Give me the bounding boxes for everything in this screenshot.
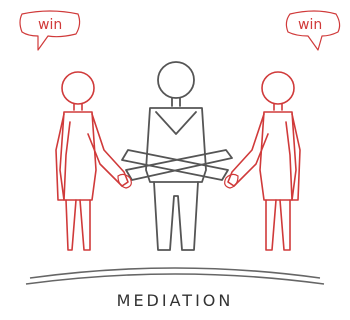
left-speech-bubble: win — [20, 11, 80, 50]
right-bubble-text: win — [298, 17, 322, 33]
platform — [26, 268, 324, 284]
left-party-figure — [56, 72, 128, 250]
caption-mediation: MEDIATION — [117, 291, 234, 310]
right-handshake — [225, 174, 238, 188]
right-party-figure — [228, 72, 300, 250]
mediator-figure — [122, 62, 232, 250]
right-speech-bubble: win — [286, 11, 339, 50]
left-bubble-text: win — [38, 17, 62, 33]
